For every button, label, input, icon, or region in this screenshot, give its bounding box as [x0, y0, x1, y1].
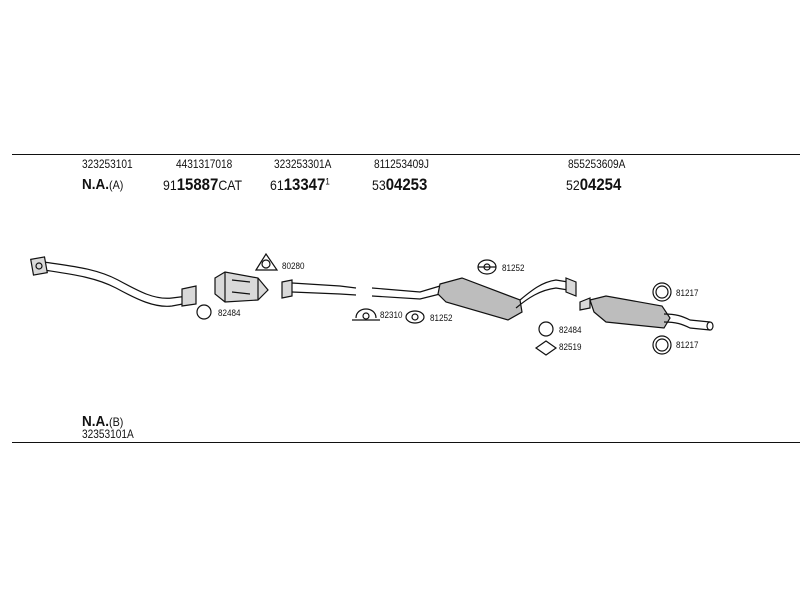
col1-part-na: N.A.(A)	[82, 177, 123, 192]
rear-silencer	[579, 295, 714, 331]
ring-82484-right	[538, 321, 554, 337]
col2-suffix: CAT	[218, 177, 243, 193]
rubber-ring-81217-top	[652, 282, 672, 302]
oe-number-2: 4431317018	[176, 159, 233, 171]
label-81217-bottom: 81217	[676, 340, 699, 351]
label-82519: 82519	[559, 342, 582, 353]
col4-prefix: 53	[372, 177, 386, 193]
col4-part-number: 5304253	[372, 176, 427, 193]
rubber-ring-81217-bottom	[652, 335, 672, 355]
col3-part-number: 61133471	[270, 176, 330, 193]
label-82310: 82310	[380, 310, 403, 321]
col4-number: 04253	[385, 175, 428, 194]
col2-prefix: 91	[163, 177, 177, 193]
label-82484-right: 82484	[559, 325, 582, 336]
oe-number-3: 323253301A	[274, 159, 332, 171]
col5-number: 04254	[579, 175, 622, 194]
middle-silencer	[371, 277, 577, 321]
oe-number-4: 811253409J	[374, 159, 429, 171]
bottom-rule	[12, 442, 800, 443]
label-81252-upper: 81252	[502, 263, 525, 274]
gasket-82519	[534, 340, 558, 356]
label-81252-lower: 81252	[430, 313, 453, 324]
col3-sup: 1	[325, 176, 330, 187]
front-pipe	[30, 256, 197, 307]
hanger-81252-upper	[477, 259, 497, 275]
gasket-80280	[254, 252, 279, 271]
col3-prefix: 61	[270, 177, 284, 193]
col5-part-number: 5204254	[566, 176, 621, 193]
label-82484-left: 82484	[218, 308, 241, 319]
col5-prefix: 52	[566, 177, 580, 193]
ring-82484-left	[196, 304, 212, 320]
label-81217-top: 81217	[676, 288, 699, 299]
intermediate-pipe	[281, 279, 357, 299]
bottom-part-na: N.A.(B)	[82, 414, 123, 429]
oe-number-1: 323253101	[82, 159, 133, 171]
label-80280: 80280	[282, 261, 305, 272]
top-rule	[12, 154, 800, 155]
clamp-82310	[352, 308, 380, 321]
col2-number: 15887	[176, 175, 219, 194]
bottom-oe-number: 32353101A	[82, 429, 134, 441]
hanger-81252-lower	[405, 310, 425, 324]
bottom-suffix: (B)	[109, 415, 124, 429]
col2-part-number: 9115887CAT	[163, 176, 242, 193]
oe-number-5: 855253609A	[568, 159, 626, 171]
catalytic-converter	[214, 271, 269, 303]
col3-number: 13347	[283, 175, 326, 194]
col1-suffix: (A)	[109, 178, 124, 192]
bottom-label: N.A.	[82, 413, 109, 430]
col1-label: N.A.	[82, 176, 109, 193]
